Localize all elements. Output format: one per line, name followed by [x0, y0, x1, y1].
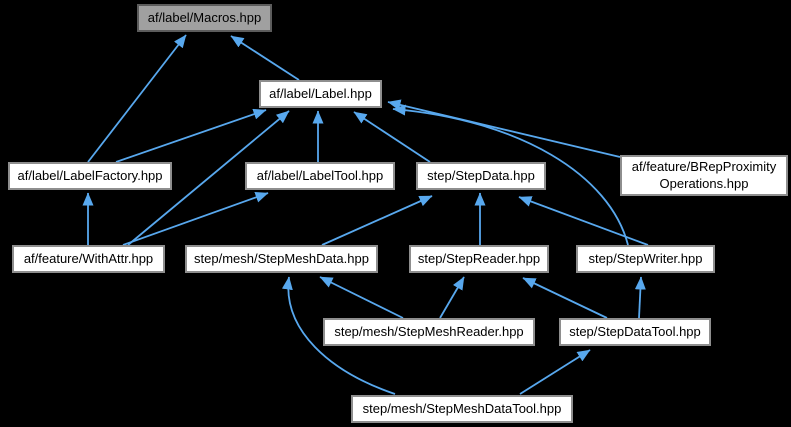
- graph-node-label: step/mesh/StepMeshDataTool.hpp: [362, 400, 562, 416]
- graph-node-labeltool[interactable]: af/label/LabelTool.hpp: [245, 162, 395, 190]
- graph-node-labelfactory[interactable]: af/label/LabelFactory.hpp: [8, 162, 172, 190]
- graph-node-stepdata[interactable]: step/StepData.hpp: [416, 162, 546, 190]
- graph-node-stepmeshdatatool[interactable]: step/mesh/StepMeshDataTool.hpp: [351, 395, 573, 423]
- edges-group: [82, 34, 649, 395]
- graph-node-label: step/mesh/StepMeshData.hpp: [194, 250, 369, 266]
- graph-edge-stepwriter-to-label: [392, 104, 629, 246]
- graph-edge-stepmeshdatatool-to-stepmeshdata: [281, 276, 396, 395]
- graph-edge-withattr-to-labeltool: [122, 192, 269, 246]
- graph-node-label: step/mesh/StepMeshReader.hpp: [334, 323, 524, 339]
- graph-node-label: af/label/LabelFactory.hpp: [17, 167, 163, 183]
- graph-edge-stepmeshreader-to-stepmeshdata: [319, 276, 404, 319]
- graph-node-label: step/StepReader.hpp: [417, 250, 541, 266]
- graph-node-label[interactable]: af/label/Label.hpp: [259, 80, 382, 108]
- graph-node-stepwriter[interactable]: step/StepWriter.hpp: [576, 245, 715, 273]
- graph-node-stepmeshdata[interactable]: step/mesh/StepMeshData.hpp: [185, 245, 378, 273]
- graph-edge-labelfactory-to-macros: [87, 34, 187, 163]
- graph-node-stepmeshreader[interactable]: step/mesh/StepMeshReader.hpp: [323, 318, 535, 346]
- graph-edge-stepmeshdatatool-to-stepdatatool: [519, 349, 591, 395]
- graph-edge-label-to-macros: [230, 35, 300, 81]
- graph-edge-stepdata-to-label: [353, 111, 431, 163]
- graph-edge-labelfactory-to-label: [115, 108, 267, 163]
- graph-edge-withattr-to-label: [127, 110, 290, 246]
- graph-node-stepdatatool[interactable]: step/StepDataTool.hpp: [559, 318, 711, 346]
- graph-node-label: af/label/Macros.hpp: [147, 9, 262, 25]
- graph-node-macros: af/label/Macros.hpp: [137, 4, 272, 32]
- graph-edge-stepdatatool-to-stepreader: [522, 277, 608, 319]
- graph-node-label: step/StepDataTool.hpp: [569, 323, 701, 339]
- graph-node-label: af/label/Label.hpp: [269, 85, 372, 101]
- graph-node-label: step/StepWriter.hpp: [588, 250, 703, 266]
- graph-node-withattr[interactable]: af/feature/WithAttr.hpp: [12, 245, 165, 273]
- graph-edge-brepproximity-to-label: [387, 99, 621, 158]
- graph-edge-stepwriter-to-stepdata: [518, 196, 649, 246]
- graph-node-label: af/label/LabelTool.hpp: [256, 167, 384, 183]
- graph-node-label: af/feature/WithAttr.hpp: [23, 250, 154, 266]
- graph-edge-stepmeshdata-to-stepdata: [321, 195, 433, 246]
- graph-edge-stepdatatool-to-stepwriter: [634, 276, 646, 319]
- graph-node-stepreader[interactable]: step/StepReader.hpp: [409, 245, 549, 273]
- graph-edge-stepmeshreader-to-stepreader: [439, 276, 465, 319]
- graph-node-label: Operations.hpp: [659, 175, 749, 191]
- graph-node-label: af/feature/BRepProximity: [631, 159, 777, 175]
- graph-node-label: step/StepData.hpp: [427, 167, 535, 183]
